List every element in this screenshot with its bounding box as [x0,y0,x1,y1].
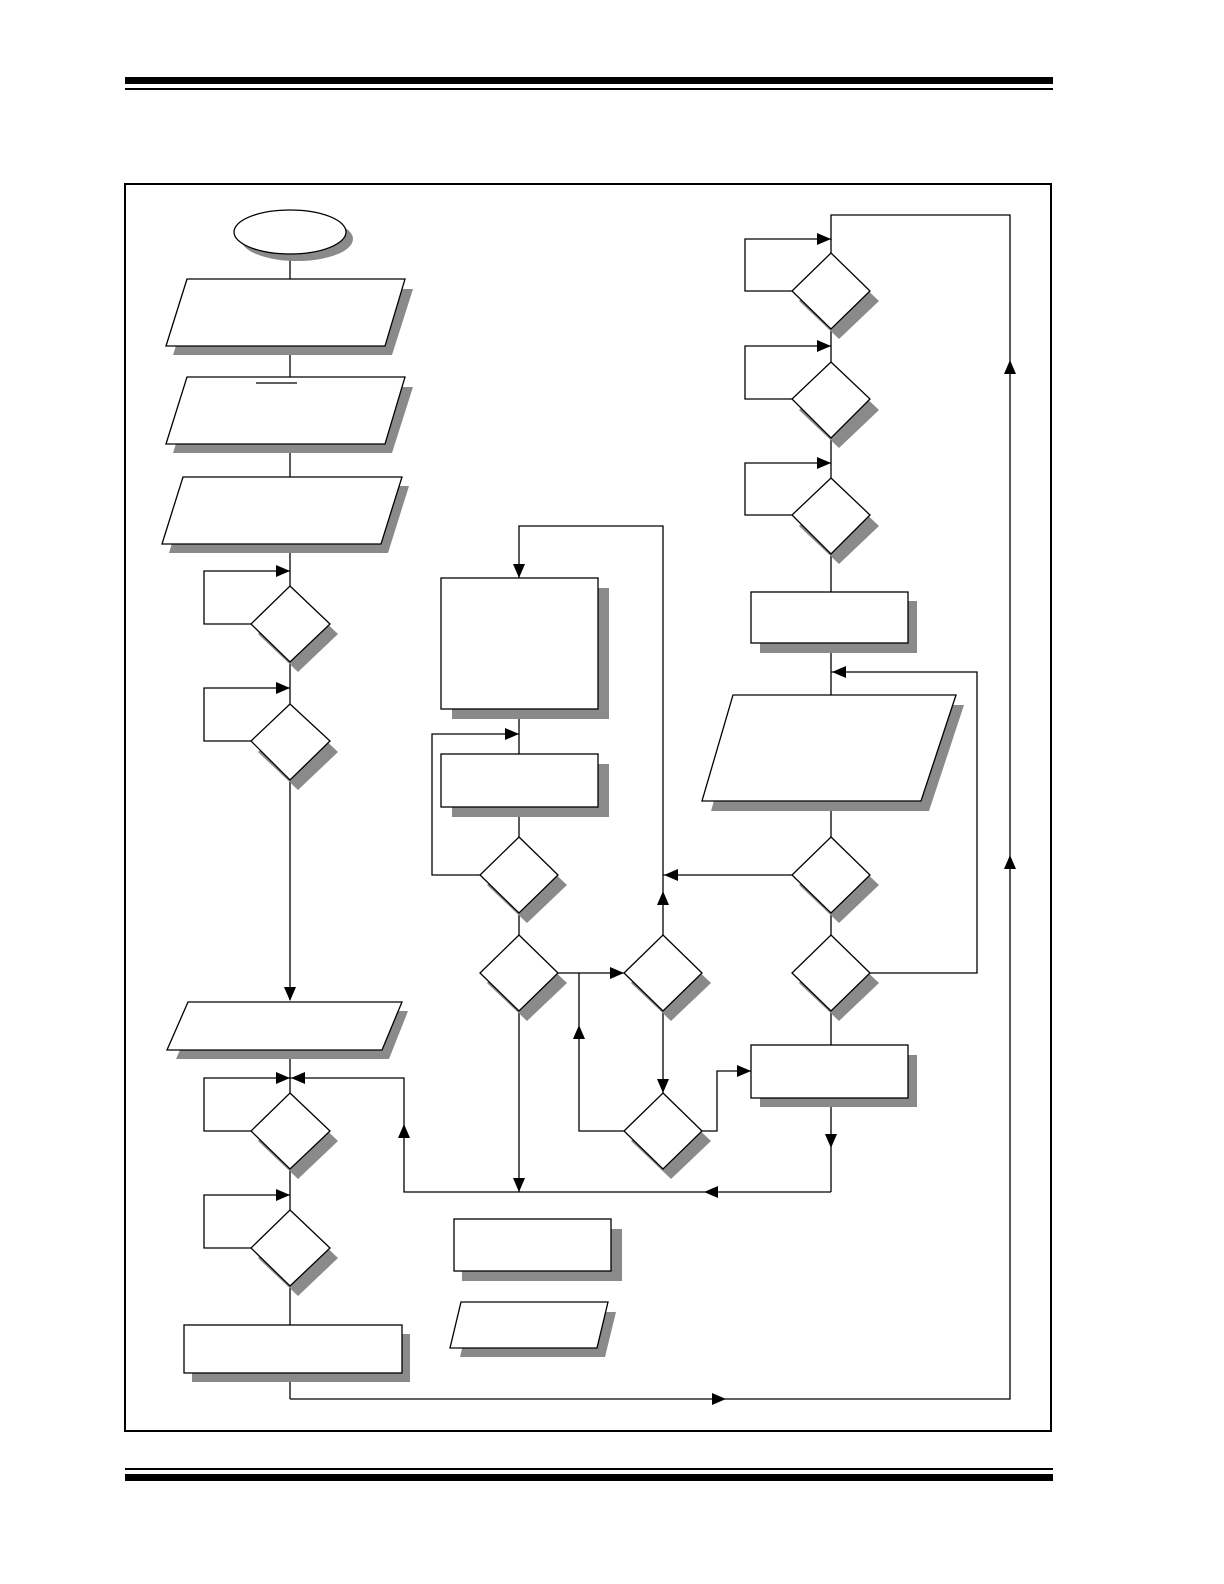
header-rule [125,77,1053,90]
figure-frame [124,183,1052,1432]
process-center-small [440,753,599,808]
process-right-1 [750,591,909,644]
decision-left-3 [250,1092,331,1170]
legend-io-shape [449,1301,609,1349]
footer-rule [125,1468,1053,1481]
io-node-4 [166,1001,403,1051]
decision-left-4 [250,1209,331,1287]
decision-center-3 [623,934,703,1012]
decision-center-1 [479,836,559,914]
decision-right-4 [791,836,871,914]
decision-center-4 [623,1092,703,1170]
decision-right-5 [791,934,871,1012]
io-node-right [701,694,957,802]
arrowheads [276,233,1016,1405]
legend-process-shape [453,1218,612,1272]
decision-right-2 [791,361,871,439]
decision-right-3 [791,477,871,555]
io-node-1 [165,278,406,347]
io-node-3 [161,476,403,545]
decision-center-2 [479,934,559,1012]
start-terminator [233,209,347,255]
process-left-bottom [183,1324,403,1374]
process-center-large [440,577,599,710]
io-node-2 [165,376,406,445]
decision-left-1 [250,585,331,663]
decision-left-2 [250,703,331,781]
process-right-2 [750,1044,909,1099]
decision-right-1 [791,252,871,330]
